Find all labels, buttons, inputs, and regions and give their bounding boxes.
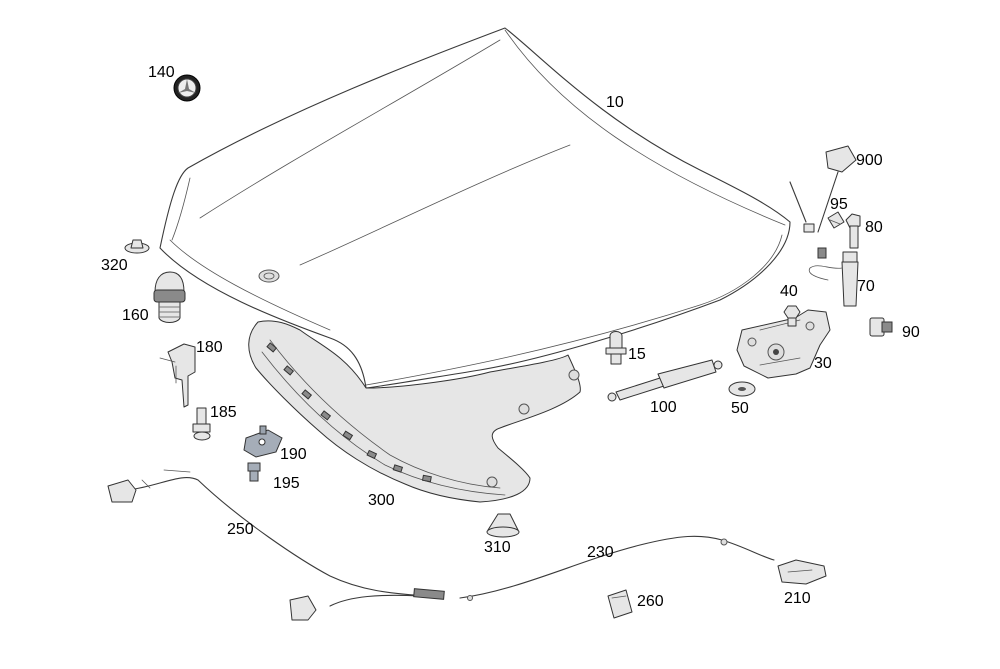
stud-185	[192, 407, 211, 441]
plate-190	[243, 425, 283, 458]
buffer-320	[124, 239, 150, 254]
callout-185: 185	[210, 404, 237, 421]
callout-900: 900	[856, 152, 883, 169]
emblem	[173, 74, 201, 102]
washer-50	[728, 381, 756, 397]
bump-stop-160	[153, 271, 186, 323]
callout-15: 15	[628, 346, 646, 363]
callout-40: 40	[780, 283, 798, 300]
callout-90: 90	[902, 324, 920, 341]
ball-pin-15	[605, 331, 627, 365]
bracket-180	[159, 343, 196, 408]
grommet-310	[486, 513, 520, 538]
nut-40	[783, 305, 801, 327]
callout-10: 10	[606, 94, 624, 111]
hood	[159, 27, 791, 389]
label-900	[789, 145, 857, 233]
hood-hinge-30	[736, 309, 831, 379]
callout-80: 80	[865, 219, 883, 236]
callout-320: 320	[101, 257, 128, 274]
cable-230	[459, 535, 775, 601]
clip-95	[827, 211, 845, 229]
sensor-90	[869, 317, 893, 337]
callout-210: 210	[784, 590, 811, 607]
callout-300: 300	[368, 492, 395, 509]
callout-95: 95	[830, 196, 848, 213]
callout-50: 50	[731, 400, 749, 417]
callout-230: 230	[587, 544, 614, 561]
callout-260: 260	[637, 593, 664, 610]
bracket-260	[607, 589, 633, 619]
callout-30: 30	[814, 355, 832, 372]
callout-labels: 10 15 30 40 50 70 80 90 95 100 140 160 1…	[101, 64, 920, 610]
callout-140: 140	[148, 64, 175, 81]
callout-250: 250	[227, 521, 254, 538]
callout-190: 190	[280, 446, 307, 463]
switch-70	[808, 247, 859, 307]
bolt-80	[845, 213, 861, 249]
callout-100: 100	[650, 399, 677, 416]
callout-195: 195	[273, 475, 300, 492]
gas-strut-100	[607, 359, 723, 402]
screw-195	[247, 462, 261, 482]
cable-250	[107, 469, 445, 621]
callout-310: 310	[484, 539, 511, 556]
callout-160: 160	[122, 307, 149, 324]
release-lever-210	[777, 559, 827, 585]
hood-insulation	[248, 320, 581, 503]
callout-70: 70	[857, 278, 875, 295]
callout-180: 180	[196, 339, 223, 356]
